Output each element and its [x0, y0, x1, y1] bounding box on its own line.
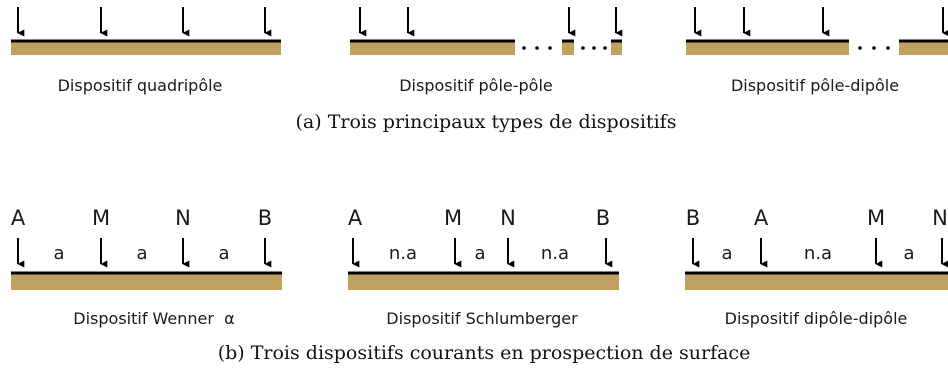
spacing-label: a [136, 243, 147, 264]
panel-pole-pole: Dispositif pôle-pôle [350, 7, 623, 95]
panel-pole-dipole: Dispositif pôle-dipôle [686, 7, 948, 95]
ground-strip [685, 273, 948, 290]
spacing-label: a [903, 243, 914, 264]
panel-schlumberger: A M N B n.a a n.a Dispositif Schlumberge… [348, 206, 619, 328]
electrode-label: A [754, 206, 769, 230]
electrode-label: M [444, 206, 462, 230]
caption-b: (b) Trois dispositifs courants en prospe… [218, 342, 751, 364]
array-name: Dispositif pôle-dipôle [731, 76, 899, 95]
electrode-label: A [348, 206, 363, 230]
ellipsis-dot [872, 46, 876, 50]
spacing-label: n.a [541, 243, 569, 264]
array-name: Dispositif dipôle-dipôle [725, 309, 908, 328]
electrode-label: M [867, 206, 885, 230]
electrode-label: M [92, 206, 110, 230]
electrode-label: B [258, 206, 272, 230]
spacing-label: a [474, 243, 485, 264]
ground-strip [350, 41, 515, 55]
panel-wenner: A M N B a a a Dispositif Wenner α [11, 206, 282, 328]
electrode-label: B [596, 206, 610, 230]
spacing-label: n.a [804, 243, 832, 264]
ellipsis-dot [581, 46, 585, 50]
ground-strip [899, 41, 948, 55]
array-name: Dispositif Wenner α [73, 309, 234, 328]
electrode-label: B [686, 206, 700, 230]
electrode-label: N [932, 206, 948, 230]
electrode-label: A [11, 206, 26, 230]
ellipsis-dot [522, 46, 526, 50]
array-name: Dispositif quadripôle [58, 76, 223, 95]
spacing-label: a [53, 243, 64, 264]
spacing-label: n.a [389, 243, 417, 264]
caption-a: (a) Trois principaux types de dispositif… [296, 111, 677, 133]
ground-strip [11, 273, 282, 290]
electrode-label: N [175, 206, 191, 230]
spacing-label: a [218, 243, 229, 264]
spacing-label: a [721, 243, 732, 264]
ellipsis-dot [603, 46, 607, 50]
ground-strip [686, 41, 849, 55]
ground-strip [348, 273, 619, 290]
panel-quadripole: Dispositif quadripôle [11, 7, 281, 95]
ellipsis-dot [858, 46, 862, 50]
ground-strip [611, 41, 622, 55]
array-name: Dispositif pôle-pôle [399, 76, 553, 95]
array-name: Dispositif Schlumberger [386, 309, 578, 328]
ground-strip [562, 41, 574, 55]
electrode-label: N [500, 206, 516, 230]
ellipsis-dot [535, 46, 539, 50]
ellipsis-dot [592, 46, 596, 50]
ellipsis-dot [886, 46, 890, 50]
ellipsis-dot [548, 46, 552, 50]
panel-dipole-dipole: B A M N a n.a a Dispositif dipôle-dipôle [685, 206, 948, 328]
ground-strip [11, 41, 281, 55]
